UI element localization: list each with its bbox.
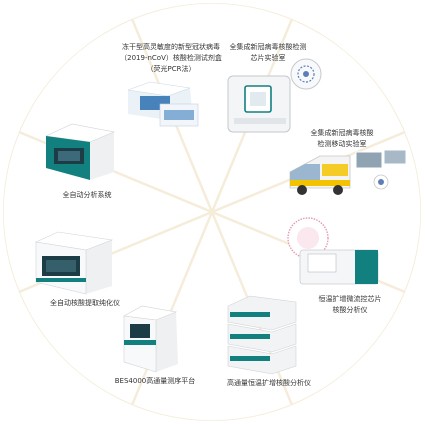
wheel-sector-chip-lab [214,20,404,210]
label-mobile-lab: 全集成新冠病毒核酸 检测移动实验室 [292,128,392,150]
label-line: 全集成新冠病毒核酸检测 [229,43,307,51]
mobile-lab-image [289,149,407,195]
wheel-sector-reagent-kit [133,3,291,209]
label-reagent-kit: 冻干型高灵敏度的新型冠状病毒 （2019-nCoV）核酸检测试剂盒 （荧光PCR… [106,42,236,75]
label-line: 冻干型高灵敏度的新型冠状病毒 [122,43,220,51]
reagent-kit-image [127,81,199,127]
label-line: BES4000高通量测序平台 [114,377,196,385]
label-line: 全自动分析系统 [62,191,112,199]
sequencer-image [123,305,178,373]
wheel-sector-sequencer [20,214,210,404]
extractor-image [34,231,114,295]
chip-analyzer-image [287,217,379,285]
label-line: 恒温扩增微流控芯片 [318,295,382,303]
label-throughput-analyzer: 高通量恒温扩增核酸分析仪 [214,378,324,389]
label-line: （2019-nCoV）核酸检测试剂盒 [120,54,222,62]
label-chip-analyzer: 恒温扩增微流控芯片 核酸分析仪 [300,294,400,316]
label-analysis-system: 全自动分析系统 [42,190,132,201]
label-line: 全自动核酸提取纯化仪 [50,299,120,307]
label-line: 全集成新冠病毒核酸 [310,129,374,137]
label-chip-lab: 全集成新冠病毒核酸检测 芯片实验室 [218,42,318,64]
label-line: 芯片实验室 [250,54,286,62]
throughput-analyzer-image [227,295,297,375]
chip-lab-image [227,58,322,133]
wheel-sector-analysis-system [20,20,210,210]
label-line: 高通量恒温扩增核酸分析仪 [227,379,311,387]
wheel-sector-chip-analyzer [214,214,404,404]
label-line: 核酸分析仪 [332,306,368,314]
label-line: （荧光PCR法） [146,65,196,73]
label-sequencer: BES4000高通量测序平台 [100,376,210,387]
label-extractor: 全自动核酸提取纯化仪 [30,298,140,309]
analysis-system-image [44,123,116,180]
label-line: 检测移动实验室 [317,140,367,148]
